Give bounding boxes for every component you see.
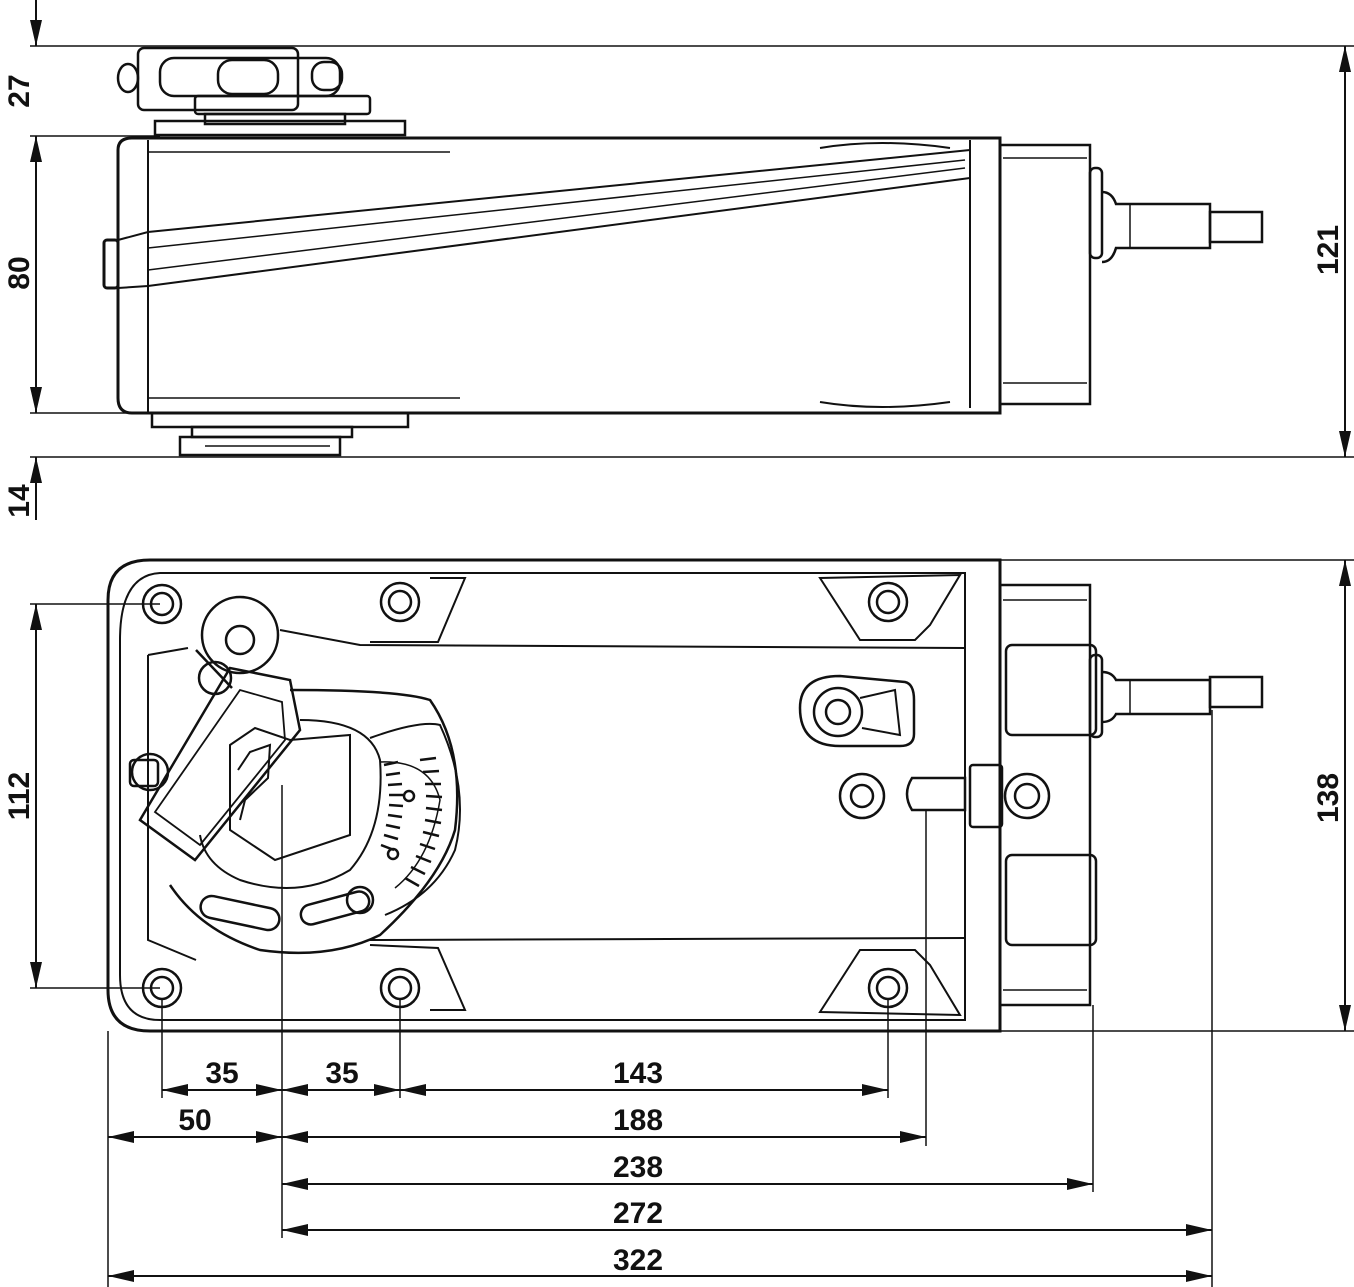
dim-label-112: 112: [3, 772, 36, 820]
dim-label-188: 188: [613, 1104, 663, 1137]
bottom-view-labels: 112 138 35 35 143 50 188 238 272 322: [3, 772, 1345, 1277]
shaft-clamp-bottom: [150, 411, 410, 457]
scale-ticks: [380, 756, 443, 888]
manual-override: [798, 674, 967, 820]
cable-gland-bottom: [968, 583, 1264, 1007]
shaft-clamp-top: [116, 46, 407, 137]
dim-label-35b: 35: [325, 1057, 358, 1090]
dim-label-138: 138: [1312, 773, 1345, 823]
bottom-extension-lines: [107, 710, 1213, 1287]
dim-label-50: 50: [178, 1104, 211, 1137]
cable-gland-top: [1000, 143, 1264, 406]
bottom-view: [30, 558, 1354, 1287]
top-body: [102, 136, 1002, 415]
dim-label-322: 322: [613, 1244, 663, 1277]
top-view: [30, 45, 1354, 458]
top-view-dimensions: [30, 0, 1351, 520]
dim-label-27: 27: [3, 74, 36, 107]
top-view-labels: 27 80 14 121: [3, 74, 1345, 517]
mounting-holes: [141, 581, 909, 1009]
dim-label-80: 80: [3, 256, 36, 289]
hole-top-mid: [379, 581, 421, 623]
hole-top-left: [141, 583, 183, 625]
shaft-adapter: [128, 595, 461, 955]
dim-label-238: 238: [613, 1151, 663, 1184]
dim-label-35a: 35: [205, 1057, 238, 1090]
dim-label-14: 14: [3, 484, 36, 518]
bottom-body: [106, 558, 1002, 1033]
bottom-view-dimensions: [30, 560, 1351, 1282]
dim-label-143: 143: [613, 1057, 663, 1090]
hole-top-right: [867, 581, 909, 623]
dim-label-121: 121: [1312, 225, 1345, 275]
rib-details: [369, 573, 962, 1017]
dim-label-272: 272: [613, 1197, 663, 1230]
